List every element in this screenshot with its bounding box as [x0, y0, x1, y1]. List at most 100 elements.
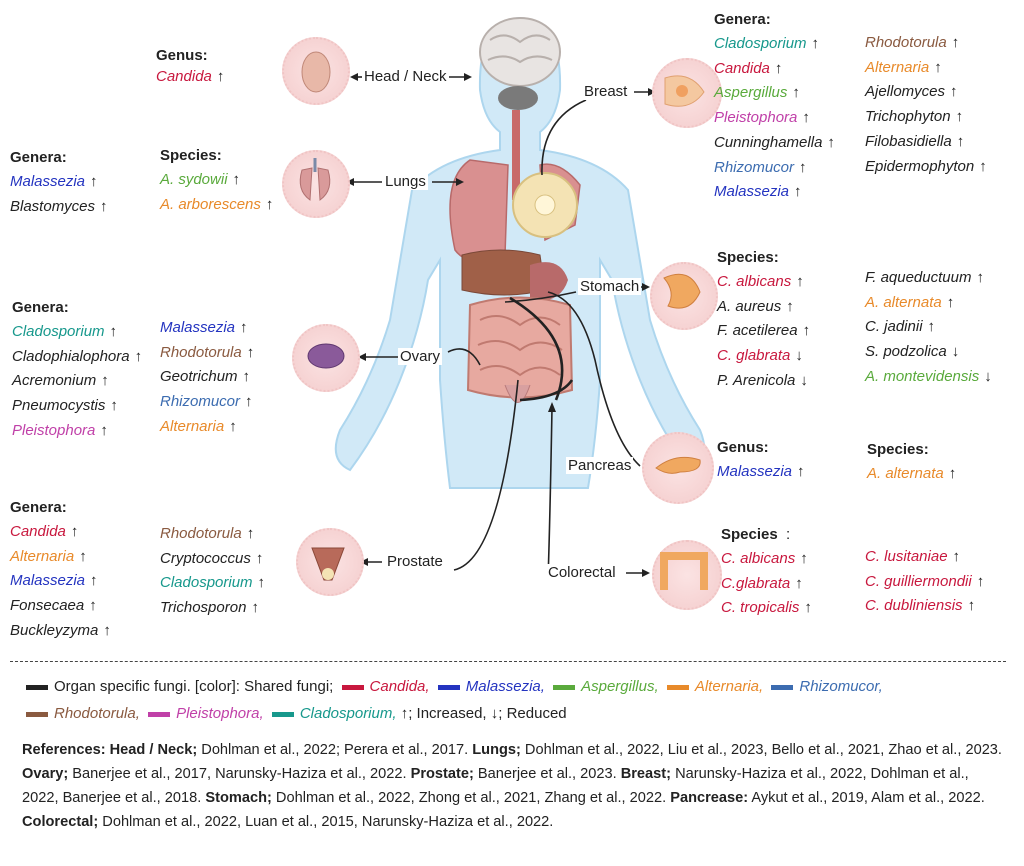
trend-arrow: ↑ — [955, 108, 964, 126]
organ-glyphs — [299, 51, 708, 590]
trend-arrow: ↑ — [948, 465, 957, 482]
trend-arrow: ↑ — [802, 322, 811, 340]
trend-arrow: ↑ — [774, 59, 783, 77]
colorectal-col1-item: C.glabrata↑ — [721, 575, 803, 593]
trend-arrow: ↓ — [795, 347, 803, 365]
divider — [10, 661, 1006, 662]
ovary-col2-item: Geotrichum↑ — [160, 368, 250, 386]
colorectal-col2-item: C. guilliermondii↑ — [865, 573, 984, 591]
fungus-name: S. podzolica — [865, 343, 947, 361]
fungus-name: A. alternata — [865, 293, 942, 311]
fungus-name: Cunninghamella — [714, 133, 823, 151]
fungus-name: C. lusitaniae — [865, 548, 948, 565]
ref-text-2: Banerjee et al., 2017, Narunsky-Haziza e… — [68, 766, 411, 782]
trend-arrow: ↓ — [800, 371, 808, 389]
ref-organ-4: Breast; — [620, 766, 672, 782]
fungus-name: Ajellomyces — [865, 83, 946, 101]
legend-row-1: Organ specific fungi. [color]: Shared fu… — [22, 678, 883, 695]
fungus-name: C. jadinii — [865, 318, 923, 336]
fungus-name: Fonsecaea — [10, 597, 85, 615]
lungs-species-header: Species: — [160, 147, 222, 164]
legend-swatch-candida — [341, 684, 364, 690]
fungus-name: Malassezia — [160, 319, 236, 336]
legend-swatch-rhizomucor — [771, 684, 794, 690]
breast-genera-header: Genera: — [714, 11, 771, 28]
fungus-name: C. tropicalis — [721, 599, 800, 617]
fungus-name: Malassezia — [717, 463, 793, 480]
pancreas-genus-header: Genus: — [717, 439, 769, 456]
trend-arrow: ↑ — [811, 35, 820, 52]
fungus-name: Cladophialophora — [12, 347, 130, 365]
fungus-name: Rhodotorula — [160, 343, 242, 361]
stomach-col1-item: A. aureus↑ — [717, 298, 794, 316]
fungus-name: C. albicans — [717, 273, 792, 290]
breast-col1-item: Malassezia↑ — [714, 183, 802, 201]
prostate-col2-item: Cladosporium↑ — [160, 574, 265, 592]
ref-text-0: Dohlman et al., 2022; Perera et al., 201… — [197, 742, 473, 758]
ovary-col2-item: Rhizomucor↑ — [160, 393, 253, 411]
stomach-col1-item: C. albicans↑ — [717, 273, 804, 291]
breast-col2-item: Rhodotorula↑ — [865, 34, 959, 52]
trend-arrow: ↑ — [976, 572, 985, 590]
ovary-col1-item: Cladophialophora↑ — [12, 348, 142, 366]
trend-arrow: ↑ — [257, 574, 266, 592]
ovary-col1-item: Acremonium↑ — [12, 372, 109, 390]
legend-row-2: Rhodotorula, Pleistophora, Cladosporium,… — [22, 705, 567, 722]
legend-swatch-cladosporium — [271, 711, 294, 717]
fungus-name: Cladosporium — [714, 35, 807, 52]
ref-organ-5: Stomach; — [205, 790, 272, 806]
stomach-col1-item: C. glabrata↓ — [717, 347, 803, 365]
trend-arrow: ↑ — [246, 343, 255, 361]
prostate-col1-item: Buckleyzyma↑ — [10, 622, 111, 640]
legend-organ-specific: Organ specific fungi. — [54, 678, 191, 695]
breast-col1-item: Cladosporium↑ — [714, 35, 819, 53]
stomach-col2-item: A. alternata↑ — [865, 294, 954, 312]
stomach-col1-item: P. Arenicola↓ — [717, 372, 808, 390]
fungus-name: Malassezia — [714, 183, 790, 201]
ref-organ-1: Lungs; — [472, 742, 521, 758]
prostate-col1-item: Candida↑ — [10, 523, 78, 541]
legend-aspergillus: Aspergillus, — [581, 678, 659, 695]
trend-arrow: ↑ — [229, 417, 237, 435]
fungus-name: Epidermophyton — [865, 157, 975, 175]
trend-arrow: ↑ — [827, 133, 835, 151]
fungus-name: Rhizomucor — [160, 393, 241, 411]
fungus-name: Candida — [10, 523, 66, 540]
ovary-label: Ovary — [398, 348, 443, 365]
legend-alternaria: Alternaria, — [694, 678, 764, 695]
ovary-col1-item: Cladosporium↑ — [12, 323, 117, 341]
fungus-name: A. sydowii — [160, 171, 228, 188]
ref-text-1: Dohlman et al., 2022, Liu et al., 2023, … — [520, 742, 1002, 758]
legend-cladosporium: Cladosporium, — [299, 705, 397, 722]
trend-arrow: ↑ — [251, 599, 259, 617]
fungus-name: Trichosporon — [160, 599, 247, 617]
ovary-col2-item: Malassezia↑ — [160, 319, 248, 337]
fungus-name: Filobasidiella — [865, 132, 952, 150]
references: References: Head / Neck; Dohlman et al.,… — [22, 738, 1007, 834]
lungs-genera-item: Blastomyces↑ — [10, 198, 108, 216]
colorectal-col1-item: C. tropicalis↑ — [721, 599, 812, 617]
legend-rhodotorula: Rhodotorula, — [54, 705, 140, 722]
trend-arrow: ↑ — [101, 372, 109, 390]
prostate-col2-item: Trichosporon↑ — [160, 599, 259, 617]
trend-arrow: ↑ — [134, 347, 143, 365]
ref-organ-3: Prostate; — [410, 766, 474, 782]
prostate-label: Prostate — [385, 553, 445, 570]
trend-arrow: ↑ — [246, 525, 255, 542]
trend-arrow: ↑ — [951, 34, 960, 51]
prostate-col1-item: Malassezia↑ — [10, 572, 98, 590]
ref-text-7: Dohlman et al., 2022, Luan et al., 2015,… — [98, 814, 554, 830]
legend-swatch-pleistophora — [148, 711, 171, 717]
trend-arrow: ↑ — [976, 269, 984, 286]
trend-arrow: ↑ — [100, 421, 108, 439]
trend-arrow: ↑ — [804, 599, 812, 617]
breast-col1-item: Pleistophora↑ — [714, 109, 810, 127]
ovary-genera-header: Genera: — [12, 299, 69, 316]
trend-arrow: ↑ — [109, 323, 118, 340]
breast-label: Breast — [582, 83, 630, 100]
fungus-name: Buckleyzyma — [10, 621, 99, 639]
fungus-name: Alternaria — [865, 58, 930, 76]
breast-col1-item: Aspergillus↑ — [714, 84, 800, 102]
stomach-col1-item: F. acetilerea↑ — [717, 322, 810, 340]
trend-arrow: ↑ — [110, 397, 118, 415]
